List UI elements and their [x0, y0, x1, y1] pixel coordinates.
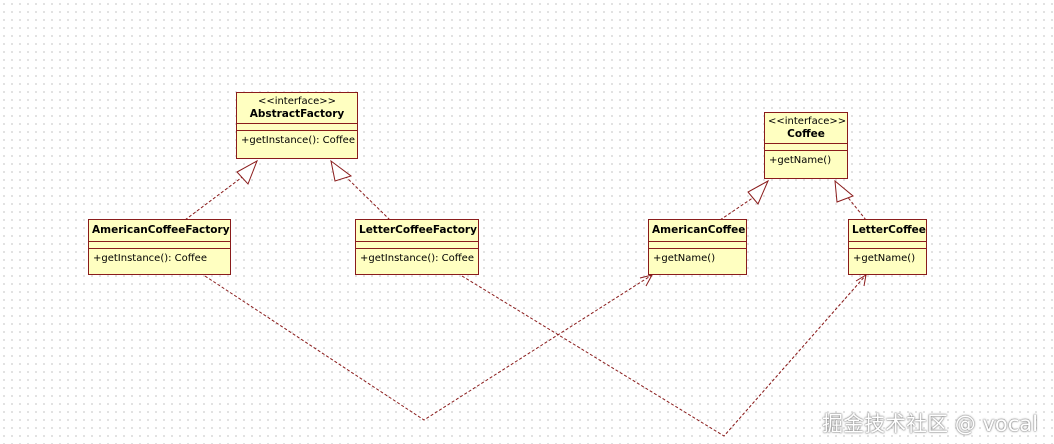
dependency-letter: [461, 274, 867, 437]
class-header: <<interface>> AbstractFactory: [237, 93, 357, 123]
attributes-compartment: [649, 241, 746, 248]
class-name: LetterCoffee: [852, 224, 926, 236]
stereotype-label: <<interface>>: [768, 116, 847, 127]
class-american-coffee[interactable]: AmericanCoffee +getName(): [648, 219, 747, 275]
realization-arrowhead: [330, 159, 353, 182]
operation-label: +getName(): [765, 150, 847, 171]
attributes-compartment: [89, 241, 230, 248]
dependency-arrowhead: [855, 274, 867, 287]
realization-letter-coffee: [845, 194, 867, 221]
attributes-compartment: [237, 123, 357, 130]
realization-american-factory: [184, 171, 250, 221]
realization-arrowhead: [834, 179, 854, 203]
operation-label: +getName(): [649, 248, 746, 269]
realization-arrowhead: [236, 159, 258, 185]
attributes-compartment: [849, 241, 926, 248]
class-letter-coffee-factory[interactable]: LetterCoffeeFactory +getInstance(): Coff…: [355, 219, 479, 275]
operation-label: +getInstance(): Coffee: [237, 130, 357, 151]
stereotype-label: <<interface>>: [257, 96, 337, 107]
class-header: <<interface>> Coffee: [765, 113, 847, 143]
class-name: Coffee: [787, 128, 825, 140]
class-header: AmericanCoffeeFactory: [89, 220, 230, 241]
realization-arrowhead: [747, 179, 770, 205]
attributes-compartment: [356, 241, 478, 248]
class-coffee[interactable]: <<interface>> Coffee +getName(): [764, 112, 848, 179]
operation-label: +getInstance(): Coffee: [89, 248, 230, 269]
class-name: AmericanCoffee: [652, 224, 746, 236]
operation-label: +getInstance(): Coffee: [356, 248, 478, 269]
attributes-compartment: [765, 143, 847, 150]
class-header: LetterCoffeeFactory: [356, 220, 478, 241]
class-abstract-factory[interactable]: <<interface>> AbstractFactory +getInstan…: [236, 92, 358, 159]
class-name: LetterCoffeeFactory: [359, 224, 477, 236]
class-american-coffee-factory[interactable]: AmericanCoffeeFactory +getInstance(): Co…: [88, 219, 231, 275]
class-letter-coffee[interactable]: LetterCoffee +getName(): [848, 219, 927, 275]
watermark-text: 掘金技术社区 @ vocal: [822, 412, 1038, 436]
class-name: AbstractFactory: [249, 108, 345, 120]
class-header: AmericanCoffee: [649, 220, 746, 241]
dependency-arrowhead: [639, 274, 653, 287]
realization-letter-factory: [342, 173, 391, 221]
dependency-american: [204, 274, 653, 421]
class-header: LetterCoffee: [849, 220, 926, 241]
class-name: AmericanCoffeeFactory: [92, 224, 230, 236]
operation-label: +getName(): [849, 248, 926, 269]
